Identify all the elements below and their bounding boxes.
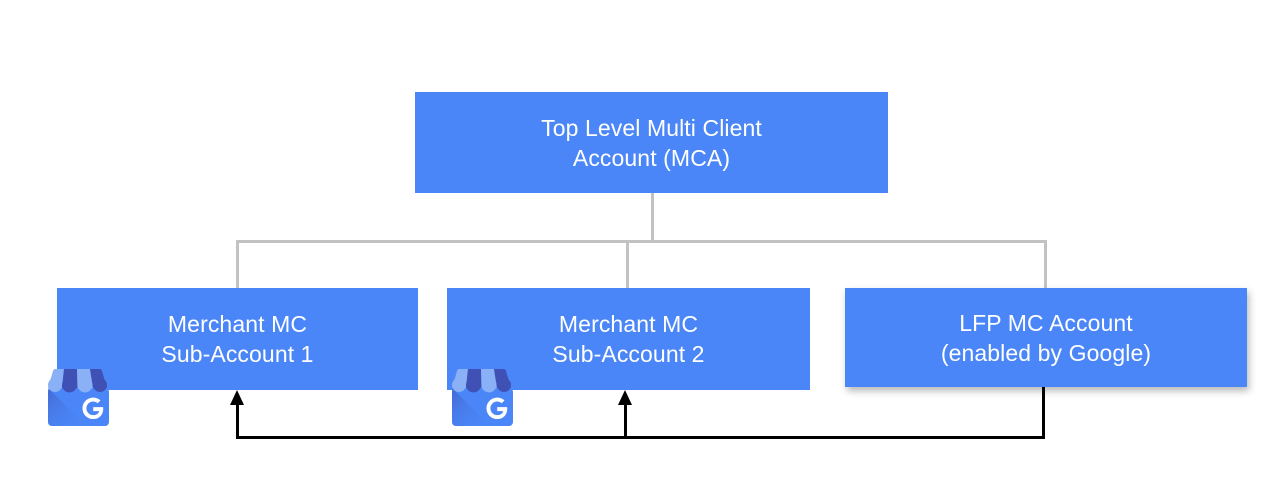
flow-line-horizontal (236, 436, 1045, 439)
node-merchant-mc-sub-account-2-label: Merchant MC Sub-Account 2 (552, 311, 705, 367)
flow-line-to-sub-account-1 (236, 400, 239, 439)
node-merchant-mc-sub-account-1[interactable]: Merchant MC Sub-Account 1 (57, 288, 418, 390)
google-my-business-storefront-icon (446, 366, 519, 429)
arrowhead-icon-sub-account-1 (230, 390, 244, 405)
node-top-level-mca[interactable]: Top Level Multi Client Account (MCA) (415, 92, 888, 193)
google-my-business-storefront-icon (42, 366, 115, 429)
flow-line-lfp-descent (1042, 387, 1045, 439)
arrowhead-icon-sub-account-2 (618, 390, 632, 405)
node-merchant-mc-sub-account-2[interactable]: Merchant MC Sub-Account 2 (447, 288, 810, 390)
connector-top-stem (651, 193, 654, 242)
flow-line-to-sub-account-2 (624, 400, 627, 439)
connector-branch-bar (236, 240, 1046, 243)
node-lfp-mc-account-label: LFP MC Account (enabled by Google) (940, 309, 1152, 366)
connector-drop-lfp (1044, 240, 1047, 289)
connector-drop-sub-account-2 (626, 240, 629, 289)
node-lfp-mc-account[interactable]: LFP MC Account (enabled by Google) (845, 288, 1247, 387)
node-merchant-mc-sub-account-1-label: Merchant MC Sub-Account 1 (161, 311, 314, 367)
connector-drop-sub-account-1 (236, 240, 239, 289)
node-top-level-mca-label: Top Level Multi Client Account (MCA) (541, 114, 762, 171)
